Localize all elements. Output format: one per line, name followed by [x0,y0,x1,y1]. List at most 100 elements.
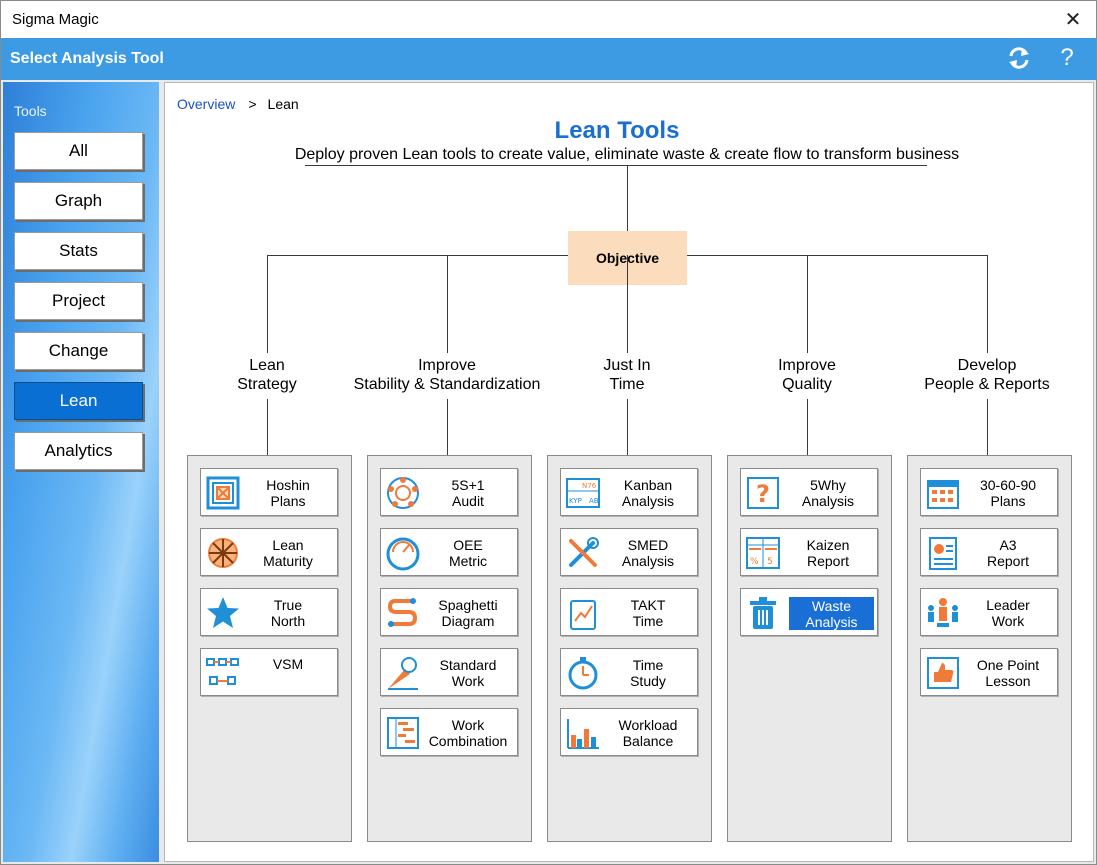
help-icon[interactable]: ? [1060,44,1074,71]
category-label-line: Stability & Standardization [353,376,541,393]
tool-card-workload-balance[interactable]: Workload Balance [560,708,698,756]
tool-card-5s+1-audit[interactable]: 5S+1 Audit [380,468,518,516]
tool-label: Time Study [630,657,666,689]
connector-line [627,399,628,455]
tool-label: TAKT Time [630,597,666,629]
tool-card-work-combination[interactable]: Work Combination [380,708,518,756]
question-icon: ? [745,475,781,511]
tool-card-spaghetti-diagram[interactable]: Spaghetti Diagram [380,588,518,636]
tool-card-a3-report[interactable]: A3 Report [920,528,1058,576]
connector-line [807,255,808,353]
refresh-icon[interactable] [1006,45,1032,71]
window-title: Sigma Magic [12,11,99,28]
connector-line [267,255,568,256]
sidebar-item-analytics[interactable]: Analytics [14,432,143,470]
category-label-line: Improve [778,357,836,374]
tool-label: 5Why Analysis [801,477,855,509]
tool-card-leader-work[interactable]: Leader Work [920,588,1058,636]
tool-card-smed-analysis[interactable]: SMED Analysis [560,528,698,576]
sidebar-item-all[interactable]: All [14,132,143,170]
connector-line [627,255,628,353]
svg-text:5: 5 [767,557,773,567]
connector-line [267,255,268,353]
tool-card-standard-work[interactable]: Standard Work [380,648,518,696]
tool-card-5why-analysis[interactable]: ? 5Why Analysis [740,468,878,516]
category-label-line: Just In [603,357,651,374]
takt-time-icon [565,595,601,631]
tool-label: Kaizen Report [806,537,850,569]
oee-gauge-icon [385,535,421,571]
svg-text:N76: N76 [582,482,597,490]
breadcrumb-current: Lean [267,96,299,112]
svg-text:?: ? [756,480,770,508]
connector-line [627,165,628,231]
tool-label: SMED Analysis [621,537,675,569]
hoshin-plans-icon [205,475,241,511]
tool-card-vsm[interactable]: VSM [200,648,338,696]
tool-card-lean-maturity[interactable]: Lean Maturity [200,528,338,576]
thumbs-up-icon [925,655,961,691]
breadcrumb-overview-link[interactable]: Overview [177,96,236,112]
close-icon[interactable]: ✕ [1064,9,1082,31]
tool-label: Kanban Analysis [621,477,675,509]
tool-card-waste-analysis[interactable]: Waste Analysis [740,588,878,636]
breadcrumb: Overview > Lean [177,96,299,112]
tool-card-takt-time[interactable]: TAKT Time [560,588,698,636]
sidebar-label: Tools [14,103,47,119]
tool-label: Waste Analysis [789,597,874,630]
category-label-line: Quality [782,376,832,393]
content-panel: Overview>Lean Lean Tools Deploy proven L… [164,82,1094,862]
tools-wrench-icon [565,535,601,571]
tool-label: OEE Metric [448,537,488,569]
star-icon [205,595,241,631]
sidebar-item-lean[interactable]: Lean [14,382,143,420]
work-combination-icon [385,715,421,751]
svg-text:%: % [750,557,759,567]
subtitle-underline [305,165,927,166]
tool-label: Workload Balance [618,717,678,749]
bar-chart-icon [565,715,601,751]
connector-line [987,255,988,353]
sidebar-item-stats[interactable]: Stats [14,232,143,270]
sidebar-item-change[interactable]: Change [14,332,143,370]
tool-card-time-study[interactable]: Time Study [560,648,698,696]
tool-card-oee-metric[interactable]: OEE Metric [380,528,518,576]
spaghetti-diagram-icon [385,595,421,631]
category-label-line: People & Reports [924,376,1050,393]
leader-team-icon [925,595,961,631]
lean-maturity-icon [205,535,241,571]
connector-line [447,399,448,455]
sidebar-item-graph[interactable]: Graph [14,182,143,220]
connector-line [447,255,448,353]
tool-card-hoshin-plans[interactable]: Hoshin Plans [200,468,338,516]
vsm-icon [205,655,241,691]
category-label-line: Develop [957,357,1017,374]
tool-label: 30-60-90 Plans [979,477,1037,509]
sidebar-item-project[interactable]: Project [14,282,143,320]
tool-card-true-north[interactable]: True North [200,588,338,636]
standard-work-icon [385,655,421,691]
tool-label: True North [270,597,306,629]
tool-label: VSM [272,656,304,672]
page-title: Lean Tools [554,117,680,144]
tool-card-30-60-90-plans[interactable]: 30-60-90 Plans [920,468,1058,516]
dialog-header: Select Analysis Tool ? [0,38,1097,80]
trash-can-icon [745,595,781,631]
stopwatch-icon [565,655,601,691]
tool-label: Lean Maturity [263,537,313,569]
tool-label: One Point Lesson [976,657,1040,689]
tool-card-one-point-lesson[interactable]: One Point Lesson [920,648,1058,696]
tool-label: 5S+1 Audit [451,477,485,509]
window-titlebar: Sigma Magic ✕ [0,0,1097,38]
breadcrumb-separator: > [248,96,257,112]
category-label-line: Improve [418,357,476,374]
tool-label: Leader Work [986,597,1030,629]
kaizen-report-icon: %5 [745,535,781,571]
category-label-line: Time [609,376,645,393]
